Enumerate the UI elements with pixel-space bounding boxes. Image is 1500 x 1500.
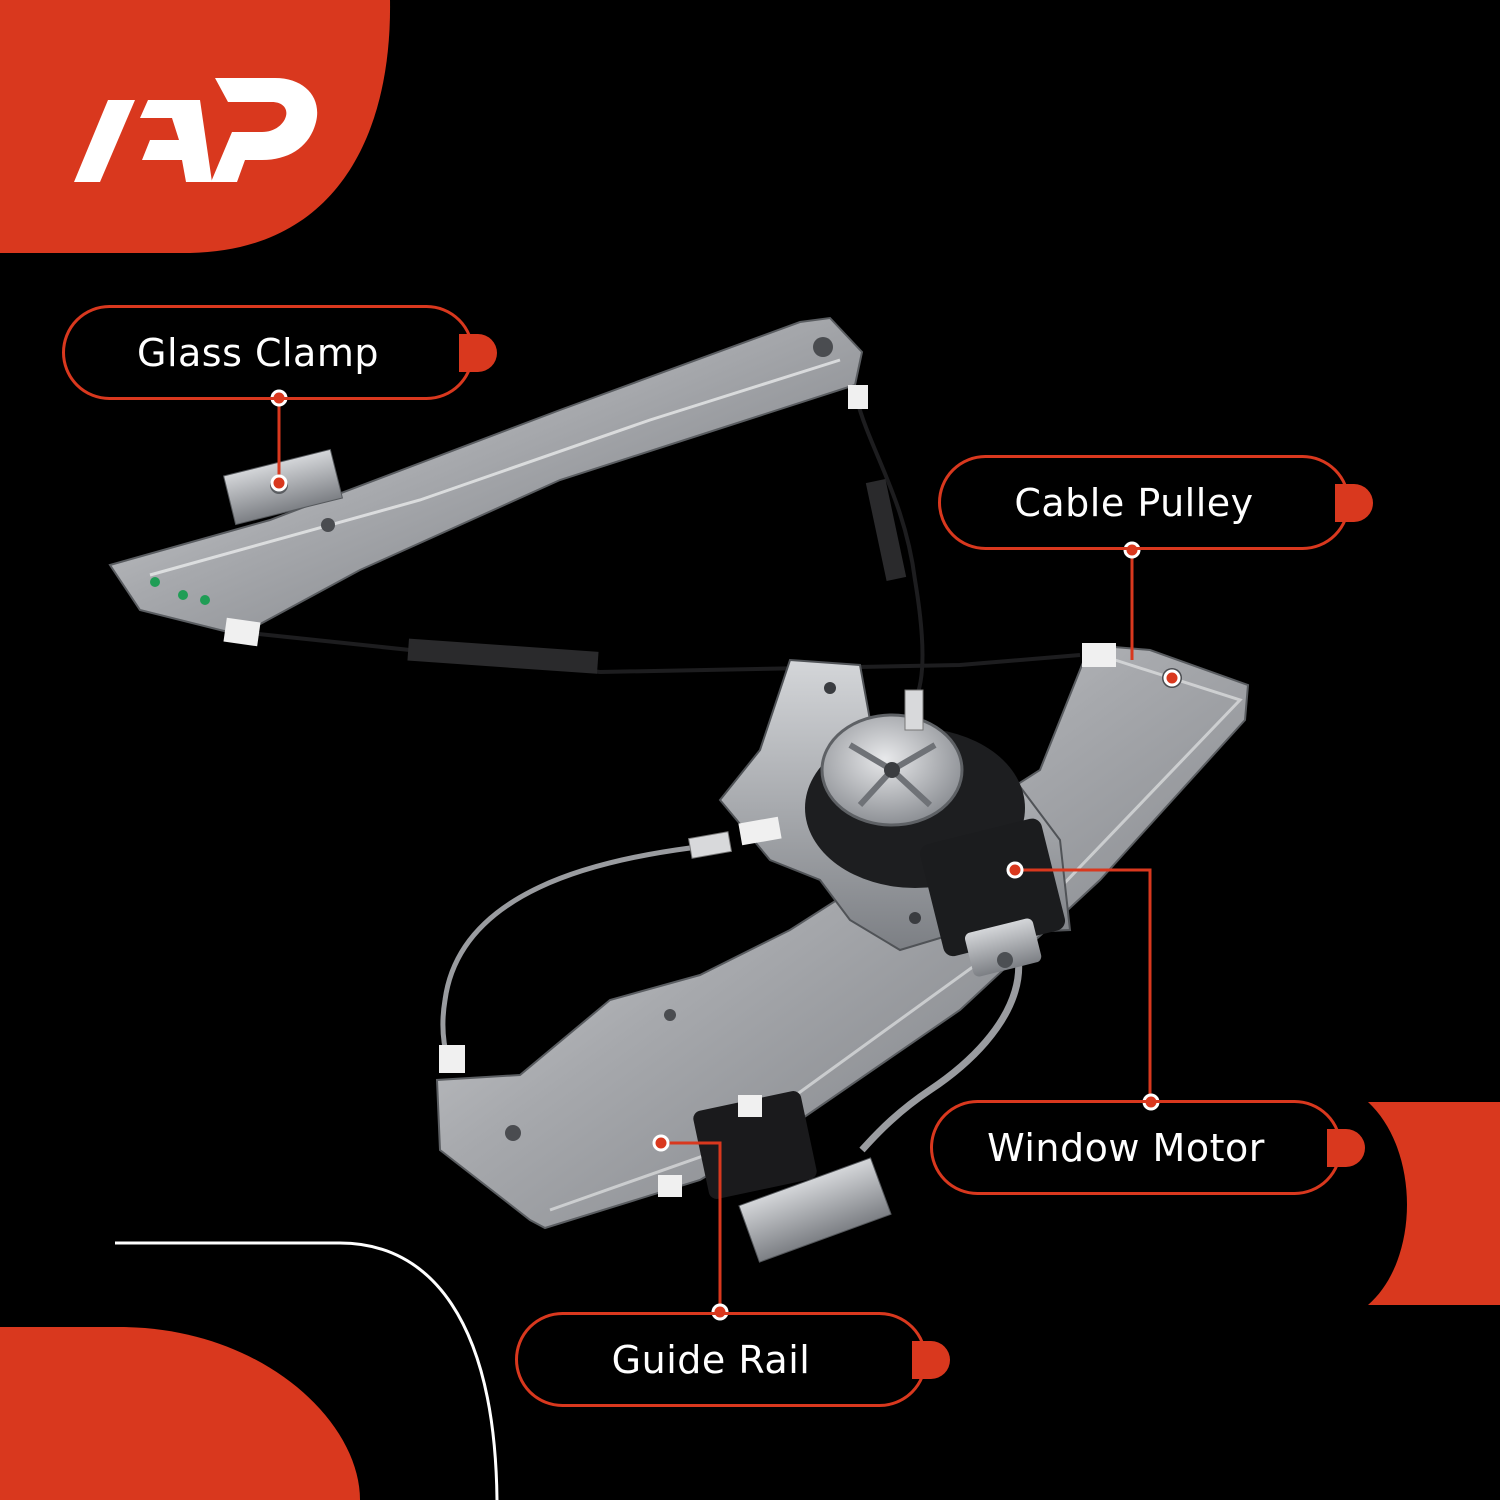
callout-tab	[459, 333, 497, 372]
bottom-left-outline	[115, 1241, 499, 1500]
glass-clamp-target	[270, 474, 288, 492]
cable	[855, 399, 925, 701]
callout-tab	[1335, 483, 1373, 522]
guide-rail-label: Guide Rail	[611, 1337, 811, 1382]
cable-sleeve	[865, 479, 907, 581]
guide-rail-target	[652, 1134, 670, 1152]
guide-rail-callout: Guide Rail	[515, 1312, 950, 1407]
lower-rail	[435, 643, 1250, 1230]
cable	[239, 630, 1081, 675]
glass-clamp-callout: Glass Clamp	[62, 305, 497, 400]
cable-sleeve	[407, 638, 599, 674]
cable-pulley-target	[1163, 669, 1181, 687]
window-motor-callout: Window Motor	[930, 1100, 1365, 1195]
right-edge-shape	[1368, 1102, 1500, 1305]
callout-tab	[912, 1340, 950, 1379]
glass-clamp-label: Glass Clamp	[137, 330, 379, 375]
window-motor-target	[1006, 861, 1024, 879]
leader-lines	[277, 398, 1152, 1312]
brand-logo-icon	[74, 78, 318, 182]
electrical-connector	[693, 1091, 817, 1199]
bottom-left-corner-shape	[0, 1327, 360, 1500]
cable-pulley-callout: Cable Pulley	[938, 455, 1373, 550]
window-motor-label: Window Motor	[987, 1125, 1265, 1170]
cable-pulley-label: Cable Pulley	[1014, 480, 1254, 525]
cable	[440, 845, 691, 1061]
callout-tab	[1327, 1128, 1365, 1167]
cable-pulley-marker	[1123, 541, 1141, 559]
